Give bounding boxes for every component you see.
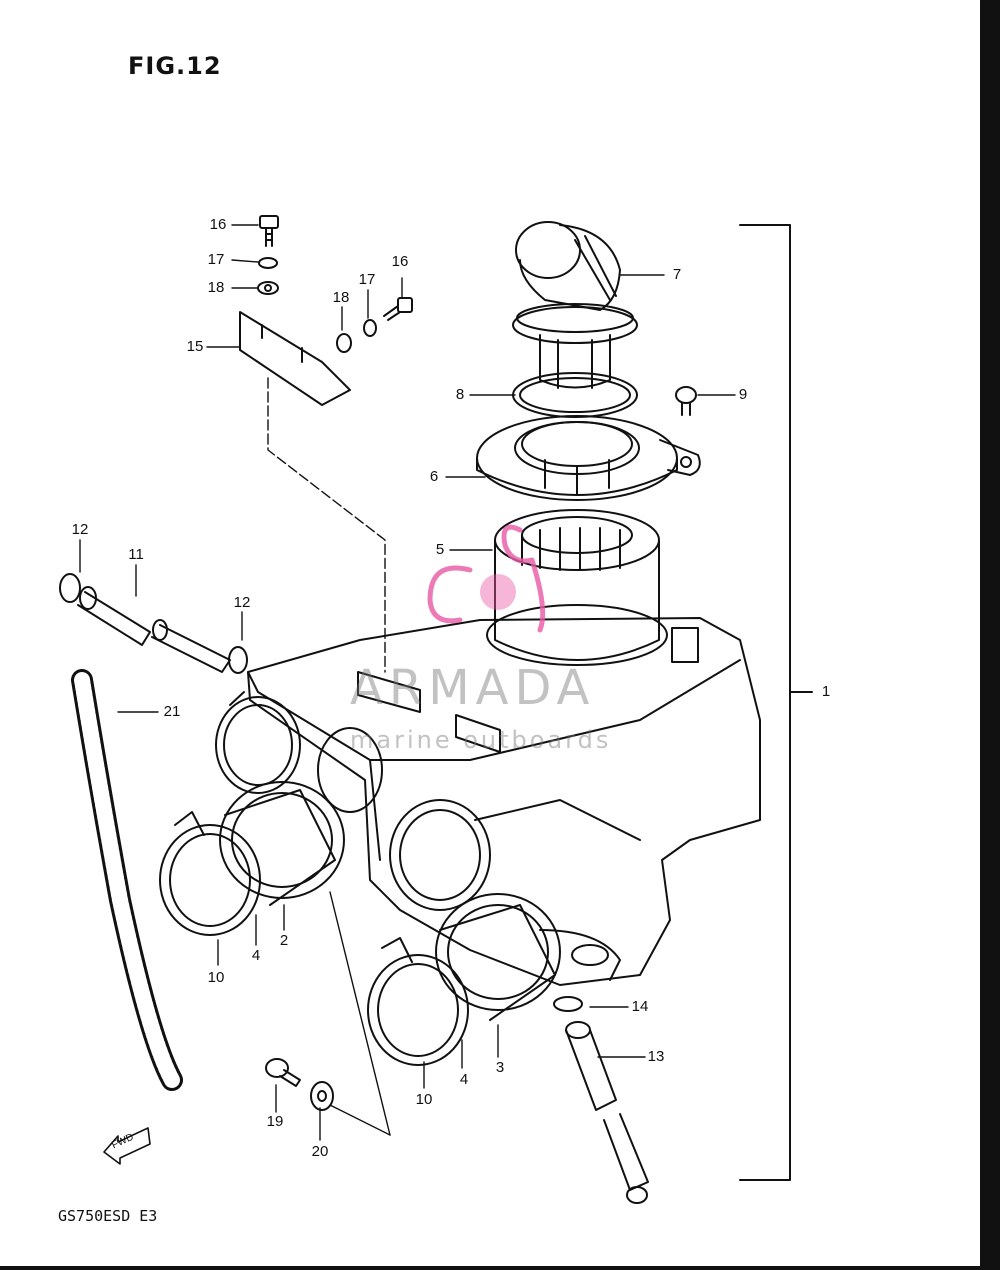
callout-4-right: 4 [459,1071,469,1088]
mounting-bracket [239,311,386,673]
callout-9: 9 [738,386,748,403]
model-code: GS750ESD E3 [58,1207,158,1225]
callout-17-top: 17 [207,251,225,268]
callout-19: 19 [266,1113,284,1130]
filter-element [486,509,668,666]
intake-funnel [512,221,638,389]
callout-20: 20 [311,1143,329,1160]
washer-18-hole [264,284,272,292]
page-edge-right [980,0,1000,1270]
callout-15: 15 [186,338,204,355]
callout-4-left: 4 [251,947,261,964]
callout-18-side: 18 [332,289,350,306]
watermark-brand: ARMADA [350,660,596,716]
bolt-16-side [383,297,413,321]
callout-16-top: 16 [209,216,227,233]
seal-ring [512,372,638,418]
callout-16-side: 16 [391,253,409,270]
carb-boot-left [159,691,345,936]
watermark-logo-icon [427,524,546,633]
callout-14: 14 [631,998,649,1015]
watermark-tagline: marine outboards [350,726,612,754]
air-box-housing [247,617,761,986]
callout-2: 2 [279,932,289,949]
washer-18-side [336,333,352,353]
cap-plate [476,415,701,501]
callout-1: 1 [821,683,831,700]
vent-tube [59,573,248,674]
callout-6: 6 [429,468,439,485]
callout-21: 21 [163,703,181,720]
callout-18-top: 18 [207,279,225,296]
bolt-16-top [259,215,279,247]
callout-10-right: 10 [415,1091,433,1108]
callout-8: 8 [455,386,465,403]
drain-hose [553,996,649,1204]
callout-7: 7 [672,266,682,283]
callout-12-left: 12 [71,521,89,538]
washer-18-top [257,281,279,295]
carb-boot-right [367,893,561,1066]
callout-10-left: 10 [207,969,225,986]
screw-9 [675,386,697,416]
lock-washer-17-top [258,257,278,269]
callout-11: 11 [128,546,144,563]
callout-17-side: 17 [358,271,376,288]
corrugated-hose [71,669,183,1091]
callout-12-right: 12 [233,594,251,611]
figure-title: FIG.12 [128,52,222,80]
callout-13: 13 [647,1048,665,1065]
callout-5: 5 [435,541,445,558]
callout-3: 3 [495,1059,505,1076]
washer-20 [310,1081,334,1111]
leader-lines [79,224,736,1141]
page-edge-bottom [0,1266,1000,1270]
lock-washer-17-side [363,319,377,337]
fwd-arrow-icon [103,1127,151,1165]
assembly-bracket [739,224,813,1181]
bolt-19 [265,1058,301,1087]
